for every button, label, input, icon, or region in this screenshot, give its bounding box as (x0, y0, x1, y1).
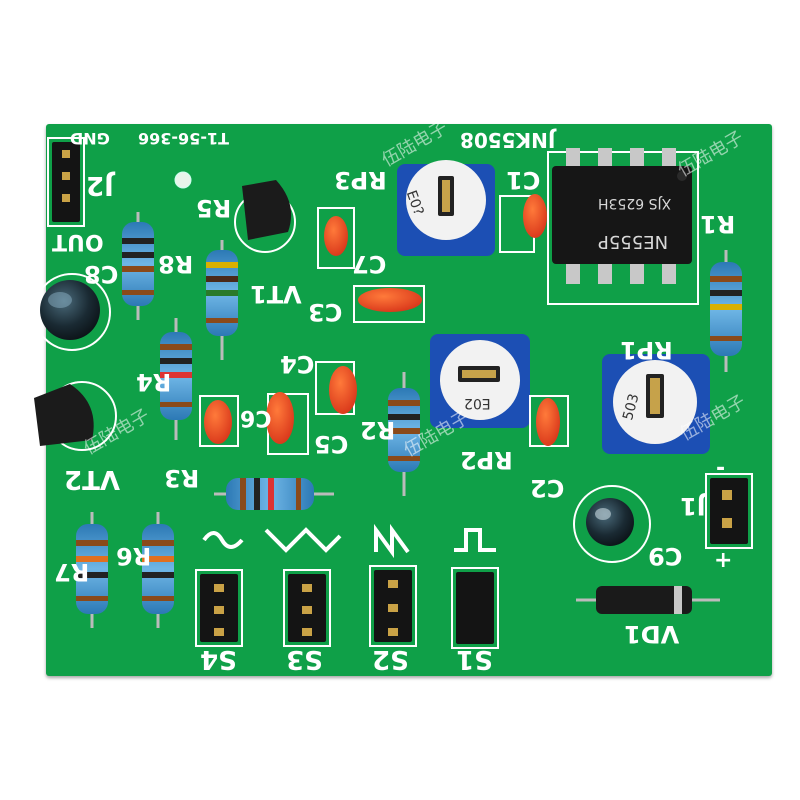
label-c7: C7 (352, 250, 387, 278)
header-right-text: JNK5508 (460, 128, 556, 152)
label-vt1: VT1 (250, 280, 302, 308)
label-c2: C2 (530, 474, 565, 502)
label-j1: J1 (680, 492, 706, 520)
resistors (76, 212, 742, 628)
label-s3: S3 (286, 644, 323, 674)
label-rp3: RP3 (334, 166, 387, 194)
c8-capacitor (33, 273, 111, 351)
label-rp1: RP1 (620, 336, 673, 364)
label-c9: C9 (648, 542, 683, 570)
label-s1: S1 (456, 644, 493, 674)
ceramic-caps (199, 194, 569, 455)
label-vd1: VD1 (624, 620, 680, 648)
label-s2: S2 (372, 644, 409, 674)
c9-capacitor (573, 485, 651, 563)
mount-hole (174, 171, 192, 189)
label-c4: C4 (280, 350, 315, 378)
header-left-text: T1-56-366 (138, 129, 229, 148)
label-out: OUT (52, 229, 104, 254)
vt2-transistor (34, 381, 117, 451)
label-r6: R6 (116, 542, 152, 570)
label-c5: C5 (314, 430, 349, 458)
ic-label: NE555P (598, 231, 669, 252)
label-r4: R4 (136, 368, 172, 396)
label-r3: R3 (164, 464, 200, 492)
label-c1: C1 (506, 166, 541, 194)
rp2-potentiometer (430, 334, 530, 428)
label-s4: S4 (200, 644, 237, 674)
label-j2: J2 (86, 170, 114, 200)
switch-headers (195, 565, 499, 649)
ic-code: XJS 6253H (598, 195, 672, 211)
label-r8: R8 (158, 250, 194, 278)
label-c3: C3 (308, 298, 343, 326)
rp3-potentiometer (397, 160, 495, 256)
waveform-symbols (202, 523, 496, 559)
label-rp2: RP2 (460, 446, 513, 474)
j1-header (705, 473, 753, 549)
label-minus: - (716, 456, 726, 481)
rp2-pot-text: E02 (464, 395, 491, 411)
label-r5: R5 (196, 194, 232, 222)
label-c6: C6 (240, 405, 272, 430)
ic-ne555 (547, 148, 699, 305)
label-r1: R1 (700, 210, 736, 238)
rp1-potentiometer (602, 354, 710, 454)
label-vt2: VT2 (64, 464, 120, 494)
label-r7: R7 (54, 558, 90, 586)
label-c8: C8 (84, 260, 119, 288)
vd1-diode (576, 586, 720, 614)
label-plus: + (714, 548, 733, 573)
header-gnd-text: GND (70, 129, 110, 148)
vt1-transistor (234, 180, 296, 253)
j2-header (47, 137, 85, 227)
label-r2: R2 (360, 416, 396, 444)
